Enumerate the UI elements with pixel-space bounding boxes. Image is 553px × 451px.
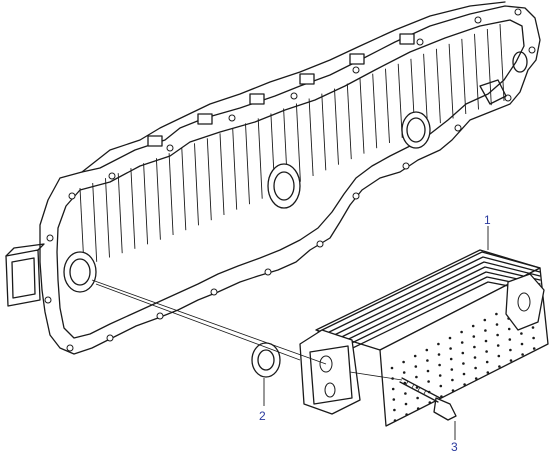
- housing-ridge-bosses: [147, 33, 415, 147]
- callout-2: 2: [259, 378, 266, 423]
- housing-fins: [79, 23, 505, 267]
- callout-3-label: 3: [451, 440, 458, 451]
- housing-port-middle: [267, 163, 301, 209]
- housing-port-left: [63, 251, 97, 293]
- housing-bolt-holes: [44, 8, 536, 352]
- callout-3: 3: [451, 421, 458, 451]
- housing-outlet: [5, 243, 45, 307]
- oil-cooler: [299, 249, 549, 427]
- callout-1: 1: [484, 213, 491, 250]
- callout-1-label: 1: [484, 213, 491, 227]
- cooler-port-right: [517, 292, 531, 312]
- cooler-plates: [317, 251, 541, 363]
- bolt: [399, 377, 457, 421]
- housing-ridge: [81, 1, 506, 173]
- seal-ring: [251, 342, 281, 378]
- housing-end-detail: [479, 51, 528, 105]
- assembly-lines: [91, 279, 403, 381]
- callout-2-label: 2: [259, 409, 266, 423]
- housing-cover: [5, 1, 541, 355]
- housing-port-right: [401, 111, 431, 149]
- cooler-perforations: [390, 294, 536, 422]
